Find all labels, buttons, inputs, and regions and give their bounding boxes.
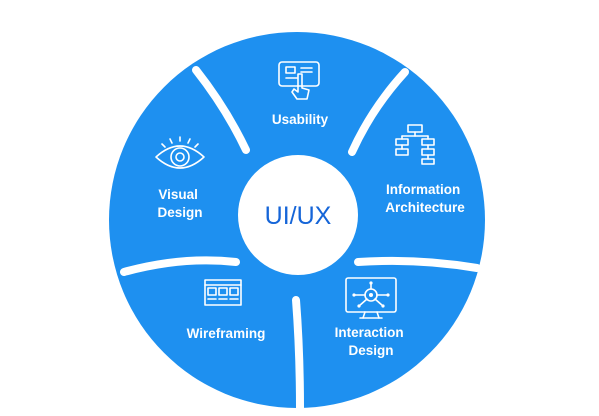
separator-visual-usability [192,66,250,154]
wireframe-icon [204,279,242,306]
segment-separators [120,66,481,412]
eye-icon [155,136,205,169]
usability-label: Usability [272,112,329,127]
separator-wireframing-visual [120,256,240,276]
svg-text:Visual Design: Visual Design [157,187,202,220]
visual-design-label-line1: Visual [158,187,198,202]
center-label: UI/UX [265,202,332,230]
segment-information-architecture: Information Architecture [385,124,465,215]
separator-usability-ia [348,68,409,156]
visual-design-label-line2: Design [157,205,202,220]
touch-tablet-icon [278,61,320,100]
interaction-design-label-line2: Design [348,343,393,358]
svg-text:Information Architecture: Information Architecture [385,182,465,215]
interaction-monitor-icon [345,277,397,319]
center-hub [238,155,358,275]
interaction-design-label-line1: Interaction [335,325,404,340]
segment-usability: Usability [272,61,329,127]
information-architecture-label-line1: Information [386,182,460,197]
segment-visual-design: Visual Design [155,136,205,220]
sitemap-icon [395,124,435,165]
information-architecture-label-line2: Architecture [385,200,465,215]
segment-wireframing: Wireframing [187,279,266,341]
svg-text:Interaction Design: Interaction Design [335,325,408,358]
svg-text:Wireframing: Wireframing [187,326,266,341]
wireframing-label: Wireframing [187,326,266,341]
svg-text:Usability: Usability [272,112,329,127]
separator-interaction-wireframing [292,296,304,412]
segment-interaction-design: Interaction Design [335,277,408,358]
separator-ia-interaction [354,256,481,272]
